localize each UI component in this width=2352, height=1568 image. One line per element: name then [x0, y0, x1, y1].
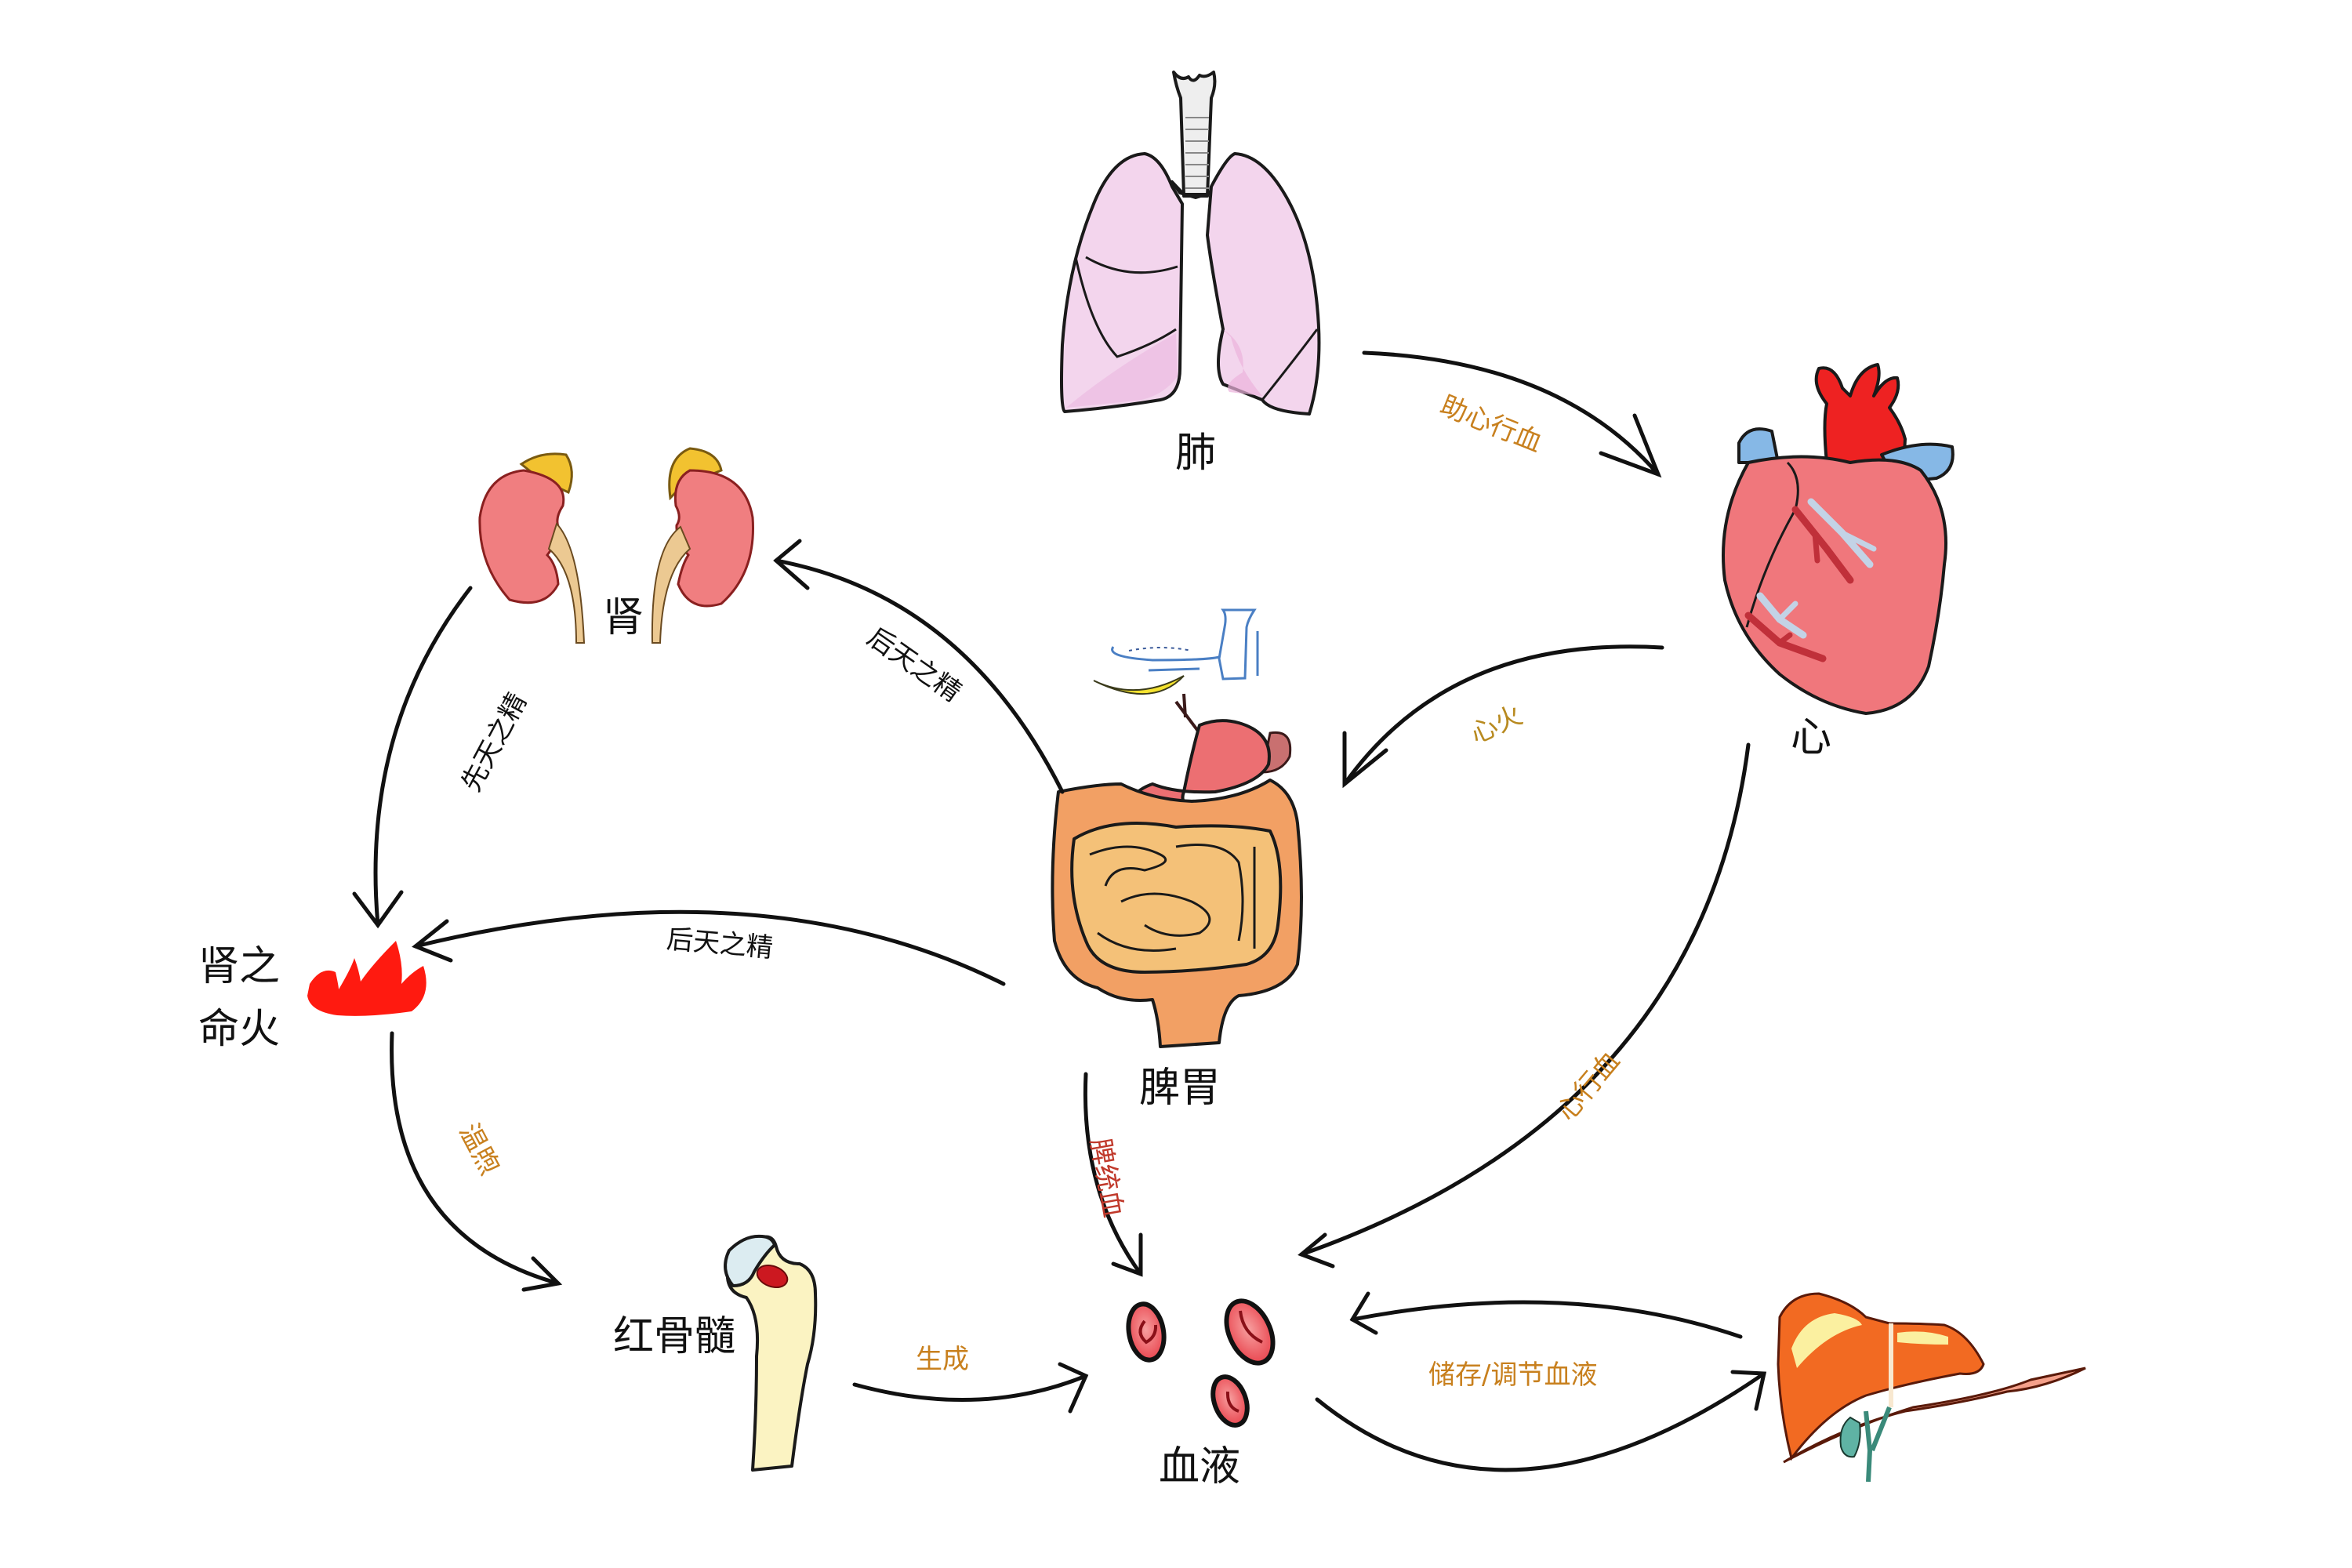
edge-label-spleen-kidney: 后天之精 [862, 622, 967, 709]
arrow-bone-to-blood [852, 1374, 1088, 1403]
flame-icon [307, 941, 426, 1016]
edge-label-spleen-blood: 脾统血 [1084, 1136, 1129, 1220]
arrow-heart-to-blood [1299, 742, 1751, 1257]
heart-label: 心 [1791, 714, 1831, 761]
lung-label: 肺 [1175, 430, 1216, 477]
red-bone-marrow-label: 红骨髓 [613, 1313, 735, 1360]
kidneys-icon [478, 447, 754, 644]
arrow-fire-to-bone [390, 1031, 561, 1286]
edge-label-kidney-fire: 先天之精 [456, 688, 533, 797]
arrow-heart-to-spleen [1342, 644, 1664, 786]
kidney-label: 肾 [603, 594, 644, 641]
edge-label-heart-blood: 心行血 [1551, 1046, 1626, 1127]
edge-label-heart-spleen: 心火 [1465, 699, 1527, 750]
digestive-system-icon [1051, 693, 1303, 1048]
liver-icon [1777, 1292, 2086, 1483]
kidney-fire-label-line2: 命火 [198, 1006, 280, 1053]
arrow-liver-to-blood [1350, 1300, 1743, 1339]
arrow-spleen-to-fire [413, 909, 1006, 986]
arrow-blood-to-liver [1315, 1371, 1766, 1472]
edge-label-bone-blood: 生成 [916, 1344, 969, 1375]
edge-label-lung-heart: 助心行血 [1436, 390, 1546, 459]
blood-cell [1126, 1301, 1167, 1363]
edge-label-blood-liver: 储存/调节血液 [1428, 1359, 1597, 1391]
arrow-lung-to-heart [1362, 350, 1661, 477]
edge-label-spleen-fire: 后天之精 [666, 924, 775, 964]
lungs-icon [1060, 71, 1321, 416]
bone-icon [724, 1234, 818, 1472]
edge-label-fire-bone: 温煦 [452, 1119, 505, 1181]
arrows [352, 350, 1767, 1472]
blood-cells-icon [1126, 1298, 1276, 1428]
blood-label: 血液 [1159, 1443, 1240, 1490]
spleen-stomach-label: 脾胃 [1139, 1065, 1221, 1112]
heart-icon [1722, 363, 1955, 715]
food-plate-icon [1093, 608, 1259, 695]
kidney-fire-label-line1: 肾之 [198, 943, 280, 990]
arrow-kidney-to-fire [373, 586, 473, 927]
arrow-spleen-to-blood [1083, 1072, 1143, 1276]
arrow-spleen-to-kidney [774, 558, 1065, 794]
